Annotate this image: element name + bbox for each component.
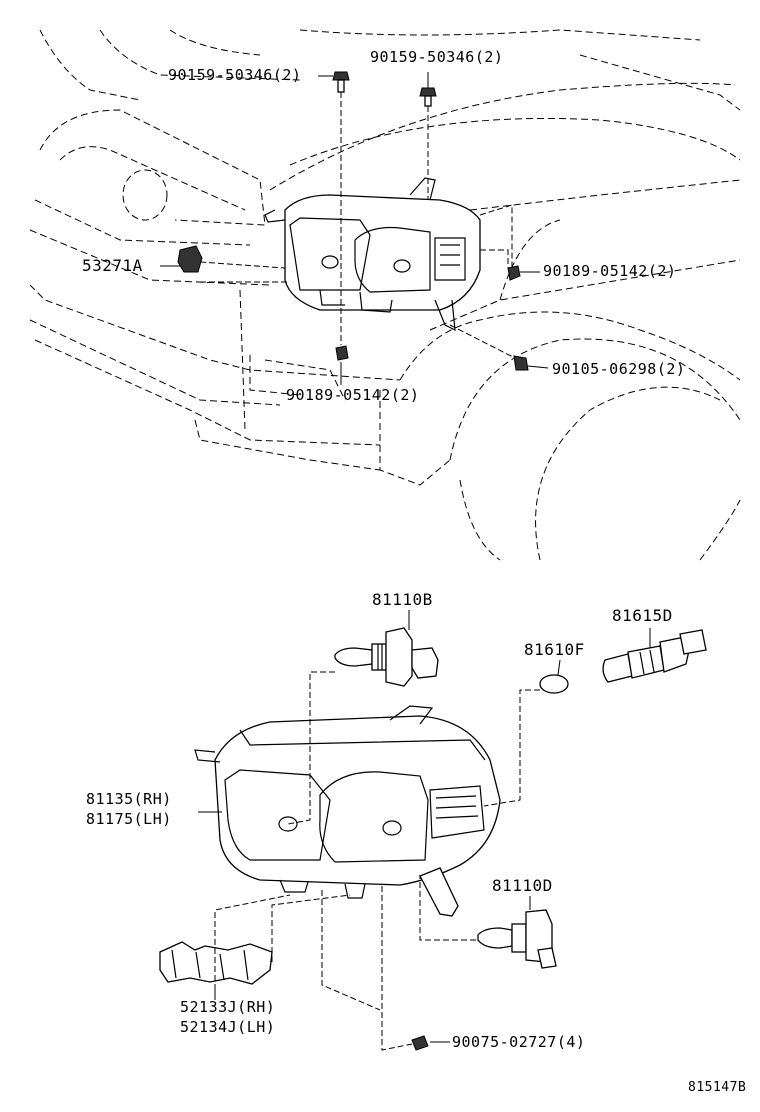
socket-81615d [602, 629, 707, 683]
clip-53271a [177, 245, 203, 273]
diagram-id: 815147B [688, 1080, 747, 1095]
label-clip-53271a: 53271A [82, 256, 143, 275]
label-bulb-81110b: 81110B [372, 590, 433, 609]
bolt-90159-left [332, 71, 350, 93]
label-screw-90075: 90075-02727(4) [452, 1033, 586, 1051]
label-bolt-90159-left: 90159-50346(2) [168, 66, 302, 84]
headlamp-assembly [194, 705, 501, 917]
bulb-81110b [334, 627, 439, 687]
screw-90189-center [335, 345, 349, 361]
label-bulb-81110d: 81110D [492, 876, 553, 895]
label-screw-90189-right: 90189-05142(2) [543, 262, 677, 280]
label-bulb-81610f: 81610F [524, 640, 585, 659]
label-bracket-rh: 52133J(RH) [180, 998, 276, 1016]
screw-90075 [411, 1035, 429, 1051]
bulb-81610f [539, 674, 569, 694]
upper-headlamp-drawing [264, 177, 481, 332]
label-headlamp-rh: 81135(RH) [86, 790, 172, 808]
label-screw-90189-center: 90189-05142(2) [286, 386, 420, 404]
upper-leader-lines [160, 72, 549, 385]
bracket-52133j [159, 941, 273, 985]
vehicle-outline [29, 29, 741, 561]
screw-90105 [513, 355, 529, 371]
label-bolt-90159-right: 90159-50346(2) [370, 48, 504, 66]
bolt-90159-right [419, 87, 437, 107]
lower-leader-lines [198, 610, 651, 1051]
label-bracket-lh: 52134J(LH) [180, 1018, 276, 1036]
bulb-81110d [477, 909, 557, 969]
label-socket-81615d: 81615D [612, 606, 673, 625]
screw-90189-right [507, 265, 521, 281]
label-headlamp-lh: 81175(LH) [86, 810, 172, 828]
label-screw-90105: 90105-06298(2) [552, 360, 686, 378]
